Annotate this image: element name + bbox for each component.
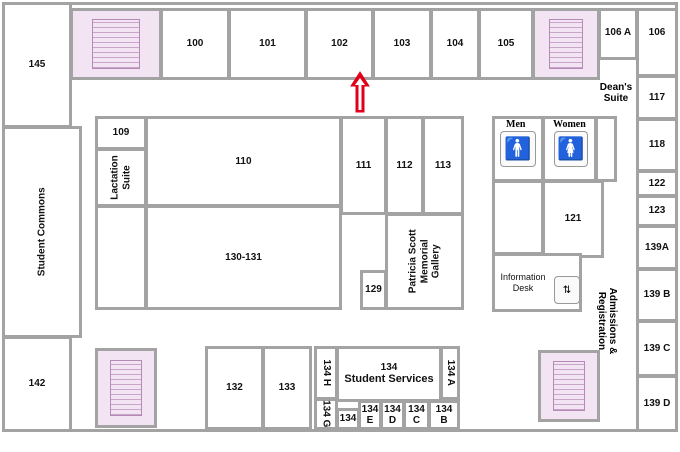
stairs-icon bbox=[70, 8, 162, 80]
women-label: Women bbox=[553, 119, 586, 130]
room-106[interactable]: 106 bbox=[636, 8, 678, 77]
room-145[interactable]: 145 bbox=[2, 2, 72, 128]
room-105[interactable]: 105 bbox=[478, 8, 534, 80]
elevator-icon: ⇅ bbox=[554, 276, 580, 304]
room-label: 105 bbox=[497, 38, 515, 50]
room-130-131[interactable]: 130-131 bbox=[145, 205, 342, 310]
room-label: 109 bbox=[112, 127, 130, 139]
deans-suite-label: Dean's Suite bbox=[599, 82, 633, 104]
room-label: 132 bbox=[226, 382, 243, 394]
room-label: 113 bbox=[434, 159, 452, 171]
room-label: 134 bbox=[339, 413, 357, 425]
room-109[interactable]: 109 bbox=[95, 116, 147, 150]
room-134a[interactable]: 134 A bbox=[440, 346, 460, 400]
room-122[interactable]: 122 bbox=[636, 170, 678, 197]
room-label: Patricia Scott Memorial Gallery bbox=[407, 229, 442, 294]
men-label: Men bbox=[506, 119, 526, 130]
room-label: 134 G bbox=[320, 400, 332, 428]
lactation-suite[interactable]: Lactation Suite bbox=[95, 148, 147, 207]
room-label: 111 bbox=[355, 159, 372, 171]
room-104[interactable]: 104 bbox=[430, 8, 480, 80]
room-101[interactable]: 101 bbox=[228, 8, 307, 80]
side-room bbox=[95, 205, 147, 310]
room-label: 145 bbox=[28, 59, 46, 71]
men-restroom-icon: 🚹 bbox=[500, 131, 536, 167]
you-are-here-arrow-icon bbox=[350, 71, 370, 113]
room-label: Student Services bbox=[344, 373, 434, 386]
room-139d[interactable]: 139 D bbox=[636, 375, 678, 432]
room-132[interactable]: 132 bbox=[205, 346, 264, 430]
room-110[interactable]: 110 bbox=[145, 116, 342, 207]
room-134h[interactable]: 134 H bbox=[314, 346, 338, 400]
room-label: 100 bbox=[186, 38, 204, 50]
room-139b[interactable]: 139 B bbox=[636, 268, 678, 322]
room-117[interactable]: 117 bbox=[636, 75, 678, 120]
stairs-icon bbox=[532, 8, 600, 80]
room-label: 133 bbox=[278, 382, 296, 394]
room-label: 106 bbox=[648, 27, 666, 38]
room-label: 112 bbox=[396, 159, 413, 171]
room-label: 134 C bbox=[408, 403, 425, 427]
room-label: 102 bbox=[331, 38, 348, 50]
room-106a[interactable]: 106 A bbox=[598, 8, 638, 60]
room-label: 139A bbox=[645, 241, 669, 253]
room-118[interactable]: 118 bbox=[636, 118, 678, 172]
room-label: 134 E bbox=[361, 403, 379, 427]
room-134d[interactable]: 134 D bbox=[380, 400, 405, 430]
room-113[interactable]: 113 bbox=[422, 116, 464, 215]
room-label: 101 bbox=[259, 38, 276, 50]
room-label: 134 H bbox=[320, 359, 332, 387]
room-label: 134 B bbox=[435, 403, 453, 427]
room-142[interactable]: 142 bbox=[2, 336, 72, 432]
room-label: Information Desk bbox=[500, 272, 546, 293]
student-commons[interactable]: Student Commons bbox=[2, 126, 82, 338]
room-label: 106 A bbox=[604, 27, 632, 38]
room-label: 130-131 bbox=[225, 251, 262, 263]
room-102[interactable]: 102 bbox=[305, 8, 374, 80]
women-restroom-icon: 🚺 bbox=[554, 131, 588, 167]
room-134e[interactable]: 134 E bbox=[358, 400, 382, 430]
room-139a[interactable]: 139A bbox=[636, 225, 678, 270]
stairs-icon bbox=[95, 348, 157, 428]
room-123[interactable]: 123 bbox=[636, 195, 678, 227]
room-label: 134 D bbox=[384, 403, 401, 427]
stairs-icon bbox=[538, 350, 600, 422]
room-label: Student Commons bbox=[36, 187, 48, 277]
room-label: 123 bbox=[648, 205, 666, 217]
room-134g[interactable]: 134 G bbox=[314, 398, 338, 430]
room-label: 103 bbox=[393, 38, 411, 50]
room-label: 139 B bbox=[643, 289, 671, 301]
room-100[interactable]: 100 bbox=[160, 8, 230, 80]
room-label: 104 bbox=[446, 38, 464, 50]
room-label: 139 D bbox=[643, 397, 671, 409]
room-134b[interactable]: 134 B bbox=[428, 400, 460, 430]
room-label: 122 bbox=[648, 177, 666, 189]
room-139c[interactable]: 139 C bbox=[636, 320, 678, 377]
storage-room bbox=[492, 180, 544, 255]
patricia-scott-memorial-gallery[interactable]: Patricia Scott Memorial Gallery bbox=[385, 213, 464, 310]
room-134c[interactable]: 134 C bbox=[403, 400, 430, 430]
room-112[interactable]: 112 bbox=[385, 116, 424, 215]
room-129[interactable]: 129 bbox=[360, 270, 387, 310]
room-label: 121 bbox=[564, 213, 582, 225]
room-103[interactable]: 103 bbox=[372, 8, 432, 80]
room-label: 118 bbox=[648, 139, 666, 151]
room-label: Lactation Suite bbox=[109, 155, 133, 200]
room-111[interactable]: 111 bbox=[340, 116, 387, 215]
room-label: 134 bbox=[380, 361, 398, 373]
room-label: 117 bbox=[648, 91, 666, 103]
room-label: 142 bbox=[28, 378, 46, 390]
room-label: 134 A bbox=[444, 359, 456, 387]
closet bbox=[595, 116, 617, 182]
room-label: 110 bbox=[235, 155, 252, 167]
room-134[interactable]: 134 bbox=[336, 408, 360, 430]
room-label: 129 bbox=[365, 284, 382, 296]
room-121[interactable]: 121 bbox=[542, 180, 604, 258]
room-label: 139 C bbox=[643, 342, 671, 354]
room-133[interactable]: 133 bbox=[262, 346, 312, 430]
